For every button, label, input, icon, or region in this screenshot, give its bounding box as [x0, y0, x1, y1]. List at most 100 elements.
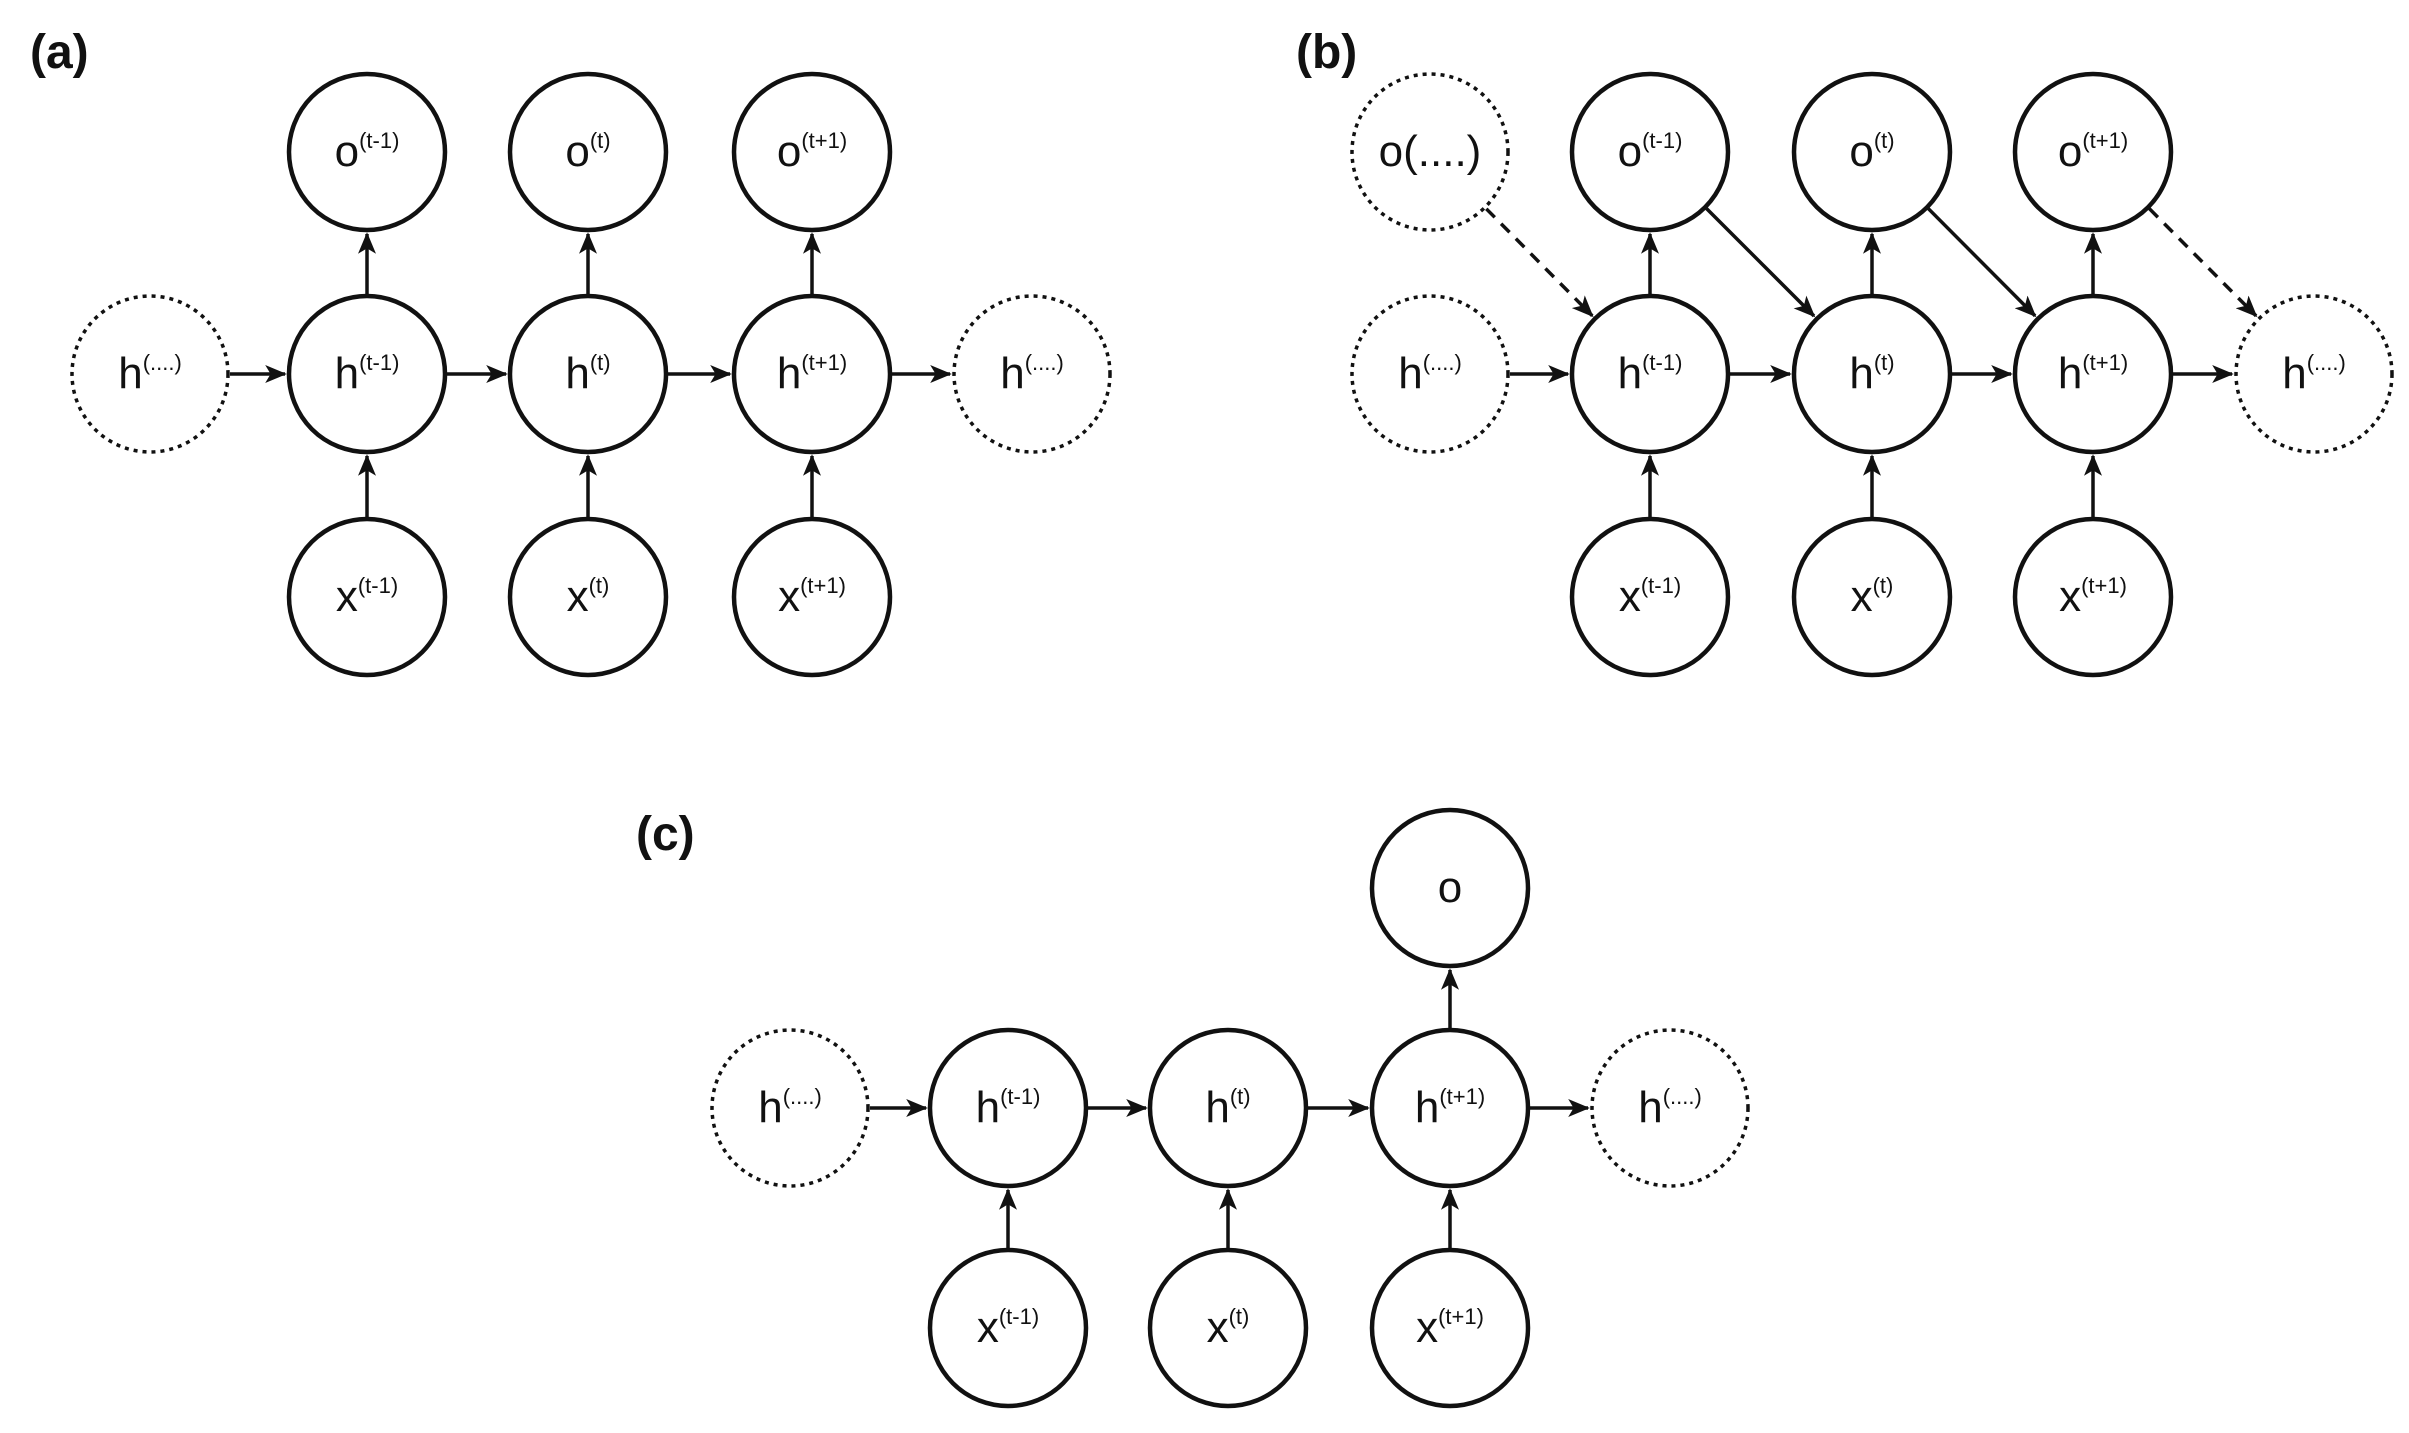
node-label: h(t-1) — [335, 349, 400, 398]
node-circle — [1350, 72, 1510, 232]
node-circle — [507, 71, 669, 233]
node-label: x(t+1) — [2059, 572, 2127, 621]
node-label-sup: (t) — [590, 350, 611, 375]
node-circle — [1569, 516, 1731, 678]
node-label-base: h — [118, 349, 142, 398]
node-label-sup: (t+1) — [1439, 1084, 1485, 1109]
node-label-base: o — [1849, 127, 1873, 176]
node-o-next: o(t+1) — [731, 71, 893, 233]
edge-o-prev-to-h-cur — [1705, 207, 1816, 318]
panel-a: (a) o(t-1)o(t)o(t+1)h(....)h(t-1)h(t)h(t… — [30, 26, 1112, 678]
node-circle — [286, 516, 448, 678]
node-h-next: h(t+1) — [1369, 1027, 1531, 1189]
node-label: o(t) — [565, 127, 610, 176]
node-circle — [952, 294, 1112, 454]
node-label-base: h — [2058, 349, 2082, 398]
node-circle — [1791, 516, 1953, 678]
node-label-sup: (t) — [1874, 128, 1895, 153]
node-label: o(t-1) — [335, 127, 400, 176]
node-label: x(t-1) — [977, 1303, 1039, 1352]
node-o-start: o(....) — [1350, 72, 1510, 232]
node-label: x(t-1) — [336, 572, 398, 621]
node-x-next: x(t+1) — [1369, 1247, 1531, 1409]
node-label: h(....) — [1000, 349, 1064, 398]
node-label-base: h — [1618, 349, 1642, 398]
node-label-base: x — [1416, 1303, 1438, 1352]
node-label-base: o — [2058, 127, 2082, 176]
node-circle — [1147, 1027, 1309, 1189]
node-h-prev: h(t-1) — [927, 1027, 1089, 1189]
node-x-cur: x(t) — [507, 516, 669, 678]
panel-b: (b) o(....)o(t-1)o(t)o(t+1)h(....)h(t-1)… — [1296, 26, 2394, 678]
node-circle — [1369, 1027, 1531, 1189]
node-label: x(t) — [567, 572, 610, 621]
node-circle — [2012, 293, 2174, 455]
node-label: o(t) — [1849, 127, 1894, 176]
node-circle — [731, 516, 893, 678]
node-label-base: h — [976, 1083, 1000, 1132]
node-x-cur: x(t) — [1147, 1247, 1309, 1409]
node-circle — [927, 1027, 1089, 1189]
node-label-base: o — [1438, 863, 1462, 912]
node-h-start: h(....) — [70, 294, 230, 454]
node-label-base: o — [1618, 127, 1642, 176]
node-label-sup: (t-1) — [1642, 128, 1682, 153]
node-h-cur: h(t) — [1791, 293, 1953, 455]
node-circle — [1369, 1247, 1531, 1409]
node-label-base: x — [1619, 572, 1641, 621]
node-label-sup: (t+1) — [2082, 350, 2128, 375]
node-label: h(t) — [1849, 349, 1894, 398]
panel-c-edges — [870, 968, 1590, 1248]
node-circle — [1590, 1028, 1750, 1188]
edge-o-next-to-h-end — [2148, 207, 2258, 318]
node-label: o(t-1) — [1618, 127, 1683, 176]
node-label-base: o — [565, 127, 589, 176]
node-label-sup: (t+1) — [801, 128, 847, 153]
node-x-prev: x(t-1) — [286, 516, 448, 678]
node-h-cur: h(t) — [507, 293, 669, 455]
node-circle — [1791, 293, 1953, 455]
node-label-base: x — [336, 572, 358, 621]
node-label-base: x — [778, 572, 800, 621]
node-circle — [1569, 293, 1731, 455]
node-label-sup: (t-1) — [359, 128, 399, 153]
node-label-sup: (t+1) — [800, 573, 846, 598]
node-label-sup: (....) — [1663, 1084, 1702, 1109]
node-circle — [1369, 807, 1531, 969]
node-label: o(t+1) — [2058, 127, 2128, 176]
node-circle — [1147, 1247, 1309, 1409]
node-circle — [2012, 71, 2174, 233]
node-label: x(t) — [1207, 1303, 1250, 1352]
node-label: h(t) — [1205, 1083, 1250, 1132]
node-h-start: h(....) — [1350, 294, 1510, 454]
node-label-sup: (t-1) — [1641, 573, 1681, 598]
node-label-base: h — [2282, 349, 2306, 398]
edge-o-cur-to-h-next — [1927, 207, 2037, 318]
node-label-base: h — [1000, 349, 1024, 398]
node-label: x(t) — [1851, 572, 1894, 621]
panel-c: (c) oh(....)h(t-1)h(t)h(t+1)h(....)x(t-1… — [636, 807, 1750, 1409]
node-circle — [1569, 71, 1731, 233]
node-label-sup: (t) — [1229, 1304, 1250, 1329]
edge-o-start-to-h-prev — [1485, 207, 1594, 318]
node-label-sup: (t-1) — [358, 573, 398, 598]
node-h-start: h(....) — [710, 1028, 870, 1188]
node-label-sup: (t+1) — [2081, 573, 2127, 598]
node-label-sup: (t-1) — [359, 350, 399, 375]
panel-c-label: (c) — [636, 808, 695, 861]
node-label-base: h — [1205, 1083, 1229, 1132]
node-o-prev: o(t-1) — [1569, 71, 1731, 233]
node-label: h(t-1) — [1618, 349, 1683, 398]
node-circle — [710, 1028, 870, 1188]
node-label: h(....) — [2282, 349, 2346, 398]
node-circle — [2234, 294, 2394, 454]
node-label-sup: (t+1) — [801, 350, 847, 375]
node-label-base: h — [777, 349, 801, 398]
node-label-base: h — [1415, 1083, 1439, 1132]
node-label: o(....) — [1379, 127, 1482, 176]
node-h-end: h(....) — [1590, 1028, 1750, 1188]
node-h-next: h(t+1) — [731, 293, 893, 455]
node-circle — [507, 293, 669, 455]
node-label-sup: (t-1) — [1000, 1084, 1040, 1109]
